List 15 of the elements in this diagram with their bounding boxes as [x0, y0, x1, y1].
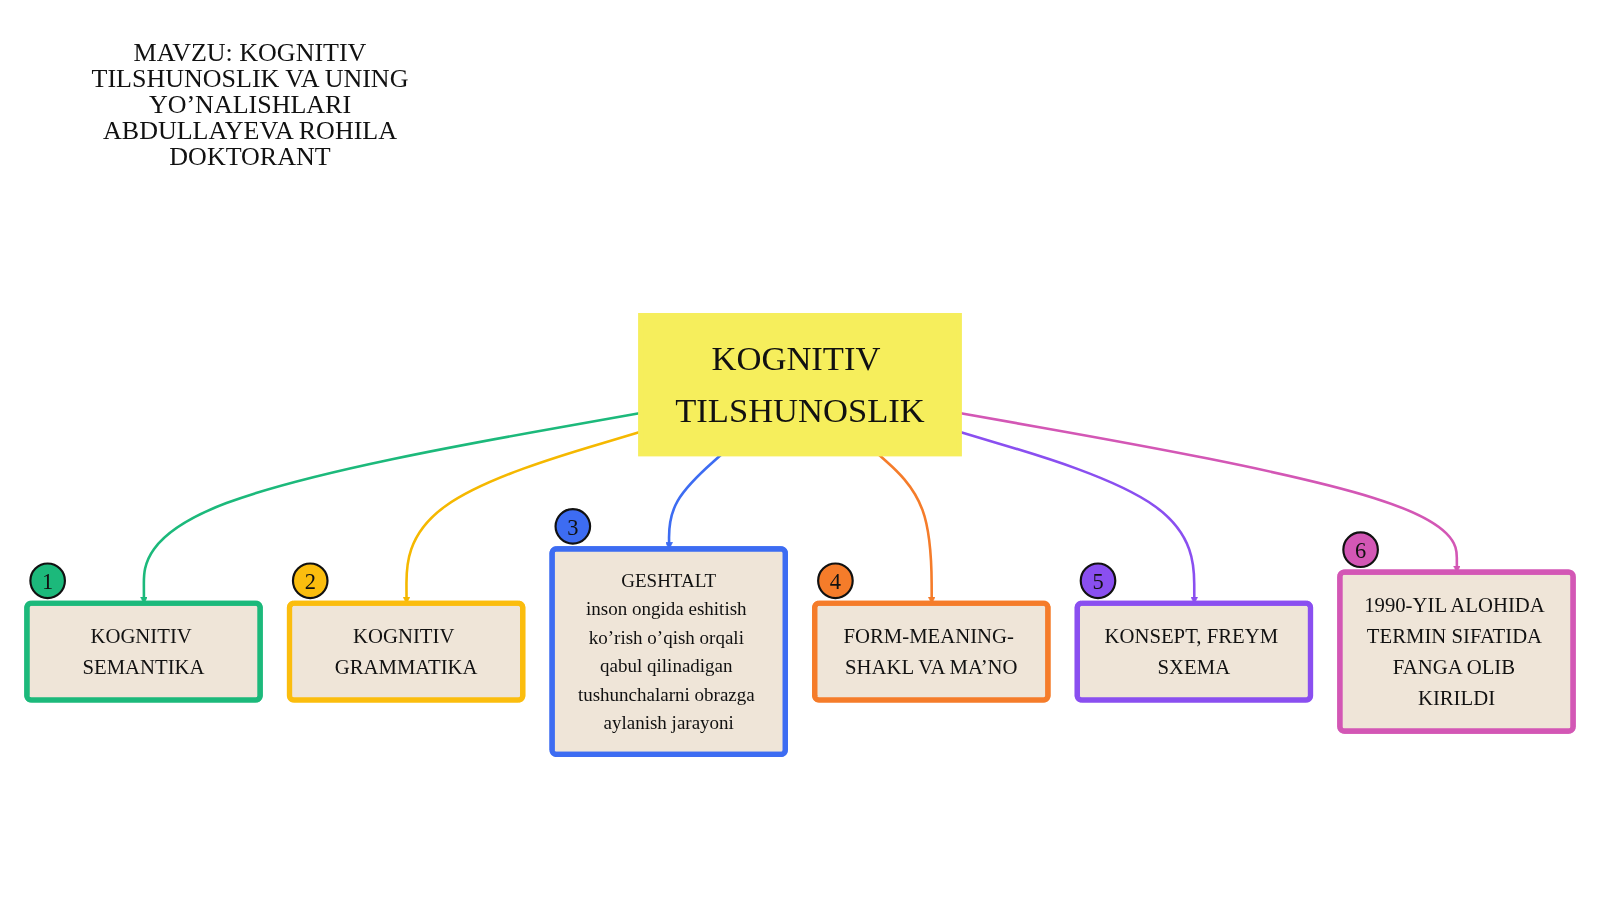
- subtitle-text: ABDULLAYEVA ROHILA DOKTORANT: [102, 118, 398, 170]
- topic-box: GESHTALT inson ongida eshitish ko’rish o’qish orqali qabul qilinadigan tushunchalarni obrazga aylanish jarayoni: [549, 546, 788, 757]
- topic-box: KOGNITIV SEMANTIKA: [24, 600, 263, 703]
- number-badge: 5: [1079, 562, 1117, 600]
- number-badge: 1: [29, 562, 66, 600]
- number-badge: 6: [1342, 531, 1379, 569]
- number-badge: 4: [817, 562, 854, 600]
- topic-box: KONSEPT, FREYM SXEMA: [1074, 600, 1314, 703]
- number-badge: 3: [554, 508, 592, 545]
- central-topic: KOGNITIV TILSHUNOSLIK: [638, 313, 962, 457]
- topic-box: FORM-MEANING- SHAKL VA MA’NO: [812, 600, 1051, 703]
- title: MAVZU: KOGNITIV TILSHUNOSLIK VA UNING YO’NALISHLARI: [90, 40, 410, 118]
- number-badge: 2: [291, 562, 329, 600]
- topic-box: 1990-YIL ALOHIDA TERMIN SIFATIDA FANGA OLIB KIRILDI: [1337, 569, 1576, 734]
- topic-box: KOGNITIV GRAMMATIKA: [286, 600, 526, 703]
